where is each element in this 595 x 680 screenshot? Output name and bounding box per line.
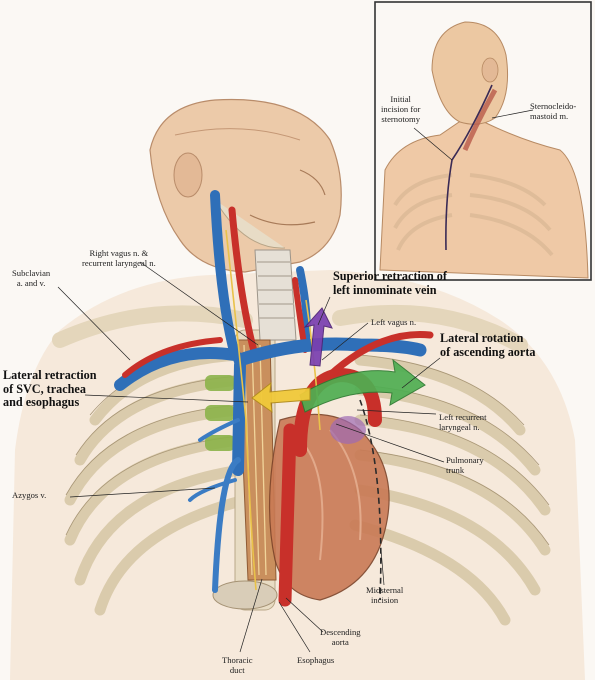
label-superior-retraction-line1: Superior retraction of	[333, 269, 447, 283]
retraction-arrows	[251, 307, 426, 414]
label-initial-incision: Initial incision for sternotomy	[381, 94, 420, 124]
label-left-recurrent: Left recurrent laryngeal n.	[439, 412, 486, 432]
label-subclavian-line1: Subclavian	[12, 268, 51, 278]
label-right-vagus-line1: Right vagus n. &	[89, 248, 149, 258]
label-azygos: Azygos v.	[12, 490, 47, 500]
label-thoracic-duct-line1: Thoracic	[222, 655, 253, 665]
left-clavicle	[332, 304, 528, 353]
label-initial-incision-line2: incision for	[381, 104, 421, 114]
label-lateral-rotation: Lateral rotation of ascending aorta	[440, 331, 536, 359]
head	[149, 98, 342, 273]
label-superior-retraction-line2: left innominate vein	[333, 282, 437, 297]
label-lateral-rotation-line1: Lateral rotation	[440, 331, 524, 345]
label-right-vagus-line2: recurrent laryngeal n.	[82, 258, 156, 268]
label-lateral-rotation-line2: of ascending aorta	[440, 344, 536, 359]
label-esophagus: Esophagus	[297, 655, 335, 665]
label-lateral-retraction-line1: Lateral retraction	[3, 368, 97, 382]
label-left-recurrent-line2: laryngeal n.	[439, 422, 480, 432]
label-pulmonary-trunk-line1: Pulmonary	[446, 455, 484, 465]
label-sternocleidomastoid: Sternocleido- mastoid m.	[530, 101, 576, 121]
inset-panel	[374, 1, 592, 281]
label-subclavian-line2: a. and v.	[16, 278, 46, 288]
label-thoracic-duct: Thoracic duct	[222, 655, 253, 675]
green-rotation-arrow	[299, 358, 426, 413]
label-pulmonary-trunk: Pulmonary trunk	[446, 455, 484, 475]
purple-superior-arrow	[303, 307, 333, 367]
label-descending-aorta-line2: aorta	[331, 637, 349, 647]
label-lateral-retraction-line2: of SVC, trachea	[3, 381, 86, 396]
label-descending-aorta-line1: Descending	[320, 627, 361, 637]
yellow-lateral-arrow	[251, 381, 311, 414]
label-sternocleidomastoid-line2: mastoid m.	[530, 111, 569, 121]
heart	[268, 413, 390, 601]
label-midsternal-incision-line2: incision	[371, 595, 399, 605]
trachea	[254, 249, 297, 341]
label-initial-incision-line3: sternotomy	[381, 114, 421, 124]
midsternal-incision-line	[359, 399, 382, 601]
label-superior-retraction: Superior retraction of left innominate v…	[333, 269, 447, 297]
label-sternocleidomastoid-line1: Sternocleido-	[530, 101, 577, 111]
label-lateral-retraction-line3: and esophagus	[3, 395, 80, 409]
label-initial-incision-line1: Initial	[390, 94, 411, 104]
label-midsternal-incision-line1: Midsternal	[366, 585, 404, 595]
label-left-vagus: Left vagus n.	[371, 317, 417, 327]
label-descending-aorta: Descending aorta	[320, 627, 361, 647]
label-thoracic-duct-line2: duct	[229, 665, 245, 675]
label-midsternal-incision: Midsternal incision	[366, 585, 403, 605]
leader-lines	[57, 261, 445, 653]
label-right-vagus: Right vagus n. & recurrent laryngeal n.	[82, 248, 156, 268]
great-vessels	[114, 190, 434, 607]
label-left-recurrent-line1: Left recurrent	[439, 412, 487, 422]
label-subclavian: Subclavian a. and v.	[12, 268, 50, 288]
label-lateral-retraction: Lateral retraction of SVC, trachea and e…	[3, 368, 97, 410]
label-pulmonary-trunk-line2: trunk	[446, 465, 465, 475]
